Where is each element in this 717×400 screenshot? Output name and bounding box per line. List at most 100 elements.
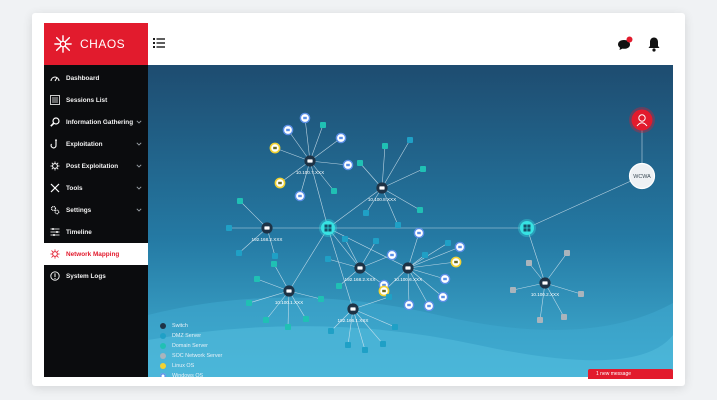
sidebar-item-tools[interactable]: Tools — [44, 177, 148, 199]
host-node[interactable] — [318, 296, 324, 302]
search-icon — [50, 117, 60, 127]
host-node[interactable] — [335, 132, 347, 144]
host-node[interactable] — [439, 273, 451, 285]
host-node[interactable] — [420, 166, 426, 172]
host-node[interactable] — [445, 240, 451, 246]
host-node[interactable] — [526, 260, 532, 266]
host-node[interactable] — [272, 253, 278, 259]
chevron-down-icon[interactable] — [136, 119, 142, 125]
host-node[interactable] — [510, 287, 516, 293]
host-node[interactable] — [357, 160, 363, 166]
host-node[interactable] — [271, 261, 277, 267]
host-node[interactable] — [294, 190, 306, 202]
switch-node[interactable]: 10.100.6.XXX — [394, 262, 422, 282]
host-node[interactable] — [325, 256, 331, 262]
sidebar-item-network-mapping[interactable]: Network Mapping — [44, 243, 148, 265]
sidebar-item-timeline[interactable]: Timeline — [44, 221, 148, 243]
sidebar-item-post-exploitation[interactable]: Post Exploitation — [44, 155, 148, 177]
host-node[interactable] — [378, 285, 390, 297]
sidebar-item-information-gathering[interactable]: Information Gathering — [44, 111, 148, 133]
host-node[interactable] — [407, 137, 413, 143]
legend-label: DMZ Server — [172, 333, 202, 339]
subnet-label: 192.166.1.XXX — [338, 318, 369, 323]
switch-node[interactable]: 192.168.2.XXX — [345, 262, 376, 282]
host-node[interactable] — [382, 143, 388, 149]
chevron-down-icon[interactable] — [136, 141, 142, 147]
host-node[interactable] — [237, 198, 243, 204]
host-node[interactable] — [386, 249, 398, 261]
host-node[interactable] — [561, 314, 567, 320]
bell-icon[interactable] — [647, 36, 661, 52]
host-node[interactable] — [263, 317, 269, 323]
host-node[interactable] — [331, 188, 337, 194]
host-node[interactable] — [422, 252, 428, 258]
host-node[interactable] — [403, 299, 415, 311]
sidebar-item-system-logs[interactable]: System Logs — [44, 265, 148, 287]
host-node[interactable] — [328, 328, 334, 334]
chevron-down-icon[interactable] — [136, 185, 142, 191]
host-node[interactable] — [578, 291, 584, 297]
host-node[interactable] — [454, 241, 466, 253]
host-node[interactable] — [417, 207, 423, 213]
host-node[interactable] — [537, 317, 543, 323]
host-node[interactable] — [269, 142, 281, 154]
brand[interactable]: CHAOS — [44, 23, 148, 65]
host-node[interactable] — [450, 256, 462, 268]
host-node[interactable] — [320, 122, 326, 128]
host-node[interactable] — [362, 347, 368, 353]
host-node[interactable] — [303, 316, 309, 322]
chevron-down-icon[interactable] — [136, 207, 142, 213]
host-node[interactable] — [274, 177, 286, 189]
host-node[interactable] — [226, 225, 232, 231]
switch-node[interactable]: 192.168.2.XXX — [252, 222, 283, 242]
host-node[interactable] — [236, 250, 242, 256]
switch-node[interactable]: 10.100.2.XXX — [531, 277, 559, 297]
new-message-toast[interactable]: 1 new message — [588, 369, 673, 379]
host-node[interactable] — [386, 294, 392, 300]
host-node[interactable] — [395, 222, 401, 228]
host-node[interactable] — [342, 236, 348, 242]
host-node[interactable] — [336, 283, 342, 289]
core-switch-node[interactable] — [319, 219, 337, 237]
legend-label: Switch — [172, 323, 188, 329]
host-node[interactable] — [345, 342, 351, 348]
sidebar-item-label: Sessions List — [66, 96, 108, 104]
switch-node[interactable]: 10.100.8.XXX — [368, 182, 396, 202]
host-node[interactable] — [413, 227, 425, 239]
legend-item: SOC Network Server — [160, 351, 222, 361]
sidebar-item-settings[interactable]: Settings — [44, 199, 148, 221]
network-map[interactable]: 10.100.7.XXX 10.100.8.XXX 192.168.2.XXX 192… — [148, 65, 673, 377]
host-node[interactable] — [285, 324, 291, 330]
switch-node[interactable]: 10.100.7.XXX — [296, 155, 324, 175]
chevron-down-icon[interactable] — [136, 163, 142, 169]
chat-icon[interactable] — [617, 36, 633, 52]
host-node[interactable] — [437, 291, 449, 303]
sidebar-item-exploitation[interactable]: Exploitation — [44, 133, 148, 155]
host-node[interactable] — [363, 210, 369, 216]
host-node[interactable] — [254, 276, 260, 282]
external-node[interactable]: WCWA — [628, 162, 656, 190]
host-node[interactable] — [299, 112, 311, 124]
host-node[interactable] — [564, 250, 570, 256]
sidebar-item-sessions-list[interactable]: Sessions List — [44, 89, 148, 111]
switch-node[interactable]: 192.166.1.XXX — [338, 303, 369, 323]
legend-item: Domain Server — [160, 341, 222, 351]
switch-node[interactable]: 10.100.1.XXX — [275, 285, 303, 305]
host-node[interactable] — [373, 238, 379, 244]
sidebar-item-dashboard[interactable]: Dashboard — [44, 67, 148, 89]
core-switch-node[interactable] — [518, 219, 536, 237]
host-node[interactable] — [380, 341, 386, 347]
menu-toggle-icon[interactable] — [153, 38, 165, 48]
sidebar-item-label: Tools — [66, 184, 83, 192]
host-node[interactable] — [423, 300, 435, 312]
host-node[interactable] — [392, 324, 398, 330]
subnet-label: 10.100.1.XXX — [275, 300, 303, 305]
host-node[interactable] — [246, 300, 252, 306]
host-node[interactable] — [282, 124, 294, 136]
host-node[interactable] — [342, 159, 354, 171]
attacker-node[interactable] — [629, 107, 655, 133]
virus-icon — [50, 161, 60, 171]
